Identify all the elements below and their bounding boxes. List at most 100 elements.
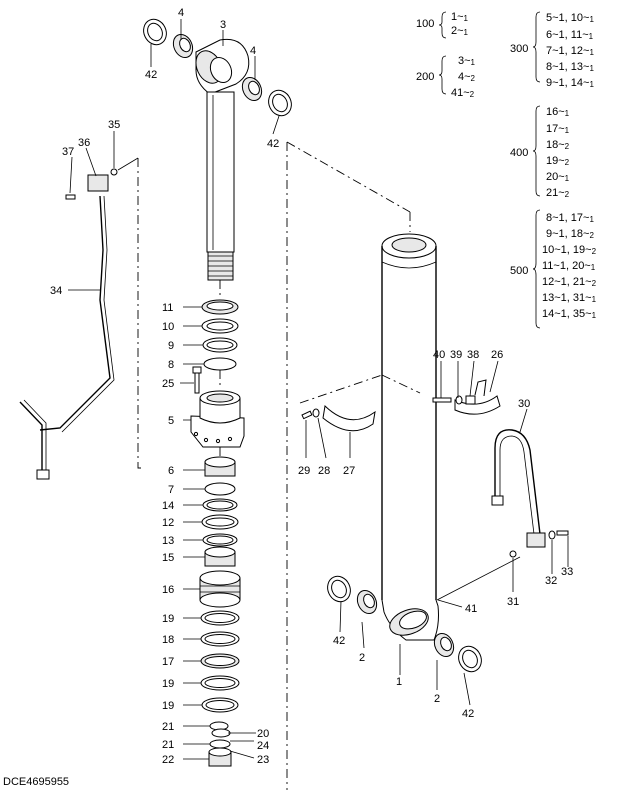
block-36 (87, 174, 109, 192)
group-500-item-4: 11~1, 20~ (542, 260, 591, 272)
callout-2a: 2 (359, 652, 365, 664)
group-500-item-1-qty: 1 (589, 215, 594, 224)
bushing-4-left (172, 33, 194, 59)
group-300-item-2: 6~1, 11~ (546, 29, 589, 41)
group-500-item-2-qty: 2 (589, 231, 594, 240)
callout-9: 9 (168, 340, 174, 352)
group-500-item-7-qty: 1 (592, 311, 597, 320)
group-500-item-5: 12~1, 21~ (542, 276, 592, 288)
callout-5: 5 (168, 415, 174, 427)
group-400-id: 400 (510, 147, 528, 159)
callout-6: 6 (168, 465, 174, 477)
callout-12: 12 (162, 517, 174, 529)
piston-16 (199, 570, 241, 608)
group-400-item-5: 20~ (546, 171, 565, 183)
washer-28 (312, 408, 320, 418)
callout-10: 10 (162, 321, 174, 333)
group-500-item-7: 14~1, 35~ (542, 308, 592, 320)
svg-text:16~1: 16~1 (546, 106, 570, 118)
svg-text:41~2: 41~2 (451, 87, 475, 99)
callout-1: 1 (396, 676, 402, 688)
callout-15: 15 (162, 552, 174, 564)
callout-41: 41 (465, 603, 477, 615)
group-400-item-1: 16~ (546, 106, 565, 118)
callout-33: 33 (561, 566, 573, 578)
group-100-id: 100 (416, 18, 434, 30)
group-400-item-3: 18~ (546, 139, 565, 151)
callout-19a: 19 (162, 613, 174, 625)
svg-text:3~1: 3~1 (458, 55, 476, 67)
svg-text:20~1: 20~1 (546, 171, 570, 183)
group-100-item-2: 2~ (451, 25, 464, 37)
callout-27: 27 (343, 465, 355, 477)
callout-11: 11 (162, 302, 173, 314)
group-200-item-1: 3~ (458, 55, 471, 67)
bolt-33 (556, 530, 569, 536)
callout-30: 30 (518, 398, 530, 410)
callout-42a: 42 (145, 69, 157, 81)
svg-text:9~1, 14~1: 9~1, 14~1 (546, 77, 594, 89)
callout-13: 13 (162, 535, 174, 547)
group-300-brace (532, 11, 541, 83)
pipe-34 (19, 195, 115, 480)
callout-7: 7 (168, 484, 174, 496)
callout-42b: 42 (267, 138, 279, 150)
bushing-6 (204, 456, 236, 477)
callout-42d: 42 (462, 708, 474, 720)
group-500-item-1: 8~1, 17~ (546, 212, 589, 224)
group-500-item-6-qty: 1 (592, 295, 597, 304)
group-500-item-2: 9~1, 18~ (546, 228, 589, 240)
callout-24: 24 (257, 740, 269, 752)
o-ring-35 (110, 168, 118, 176)
bolt-40 (432, 397, 452, 403)
svg-text:4~2: 4~2 (458, 71, 476, 83)
callout-17: 17 (162, 656, 174, 668)
group-300-item-5-qty: 1 (589, 80, 594, 89)
group-300-item-3-qty: 1 (589, 48, 594, 57)
callout-32: 32 (545, 575, 557, 587)
group-500-item-5-qty: 2 (592, 279, 597, 288)
svg-text:9~1, 18~2: 9~1, 18~2 (546, 228, 594, 240)
group-300-item-2-qty: 1 (589, 32, 594, 41)
dust-seal-ring-42-right (268, 89, 292, 117)
callout-19c: 19 (162, 700, 174, 712)
o-ring-31 (509, 550, 517, 558)
group-300-item-1-qty: 1 (589, 15, 594, 24)
callout-2b: 2 (434, 693, 440, 705)
callout-3: 3 (220, 19, 226, 31)
group-100-brace (438, 11, 447, 39)
svg-text:5~1, 10~1: 5~1, 10~1 (546, 12, 594, 24)
group-100-item-1: 1~ (451, 11, 464, 23)
ring-17 (200, 653, 240, 669)
svg-text:21~2: 21~2 (546, 187, 570, 199)
group-300-item-5: 9~1, 14~ (546, 77, 589, 89)
group-200-item-3: 41~ (451, 87, 470, 99)
bolt-25 (192, 366, 202, 394)
svg-text:8~1, 13~1: 8~1, 13~1 (546, 61, 594, 73)
group-200-id: 200 (416, 71, 434, 83)
ring-9 (202, 337, 238, 353)
svg-text:14~1, 35~1: 14~1, 35~1 (542, 308, 597, 320)
svg-text:2~1: 2~1 (451, 25, 469, 37)
group-500-item-3-qty: 2 (592, 247, 597, 256)
group-300-item-3: 7~1, 12~ (546, 45, 589, 57)
group-300-item-4: 8~1, 13~ (546, 61, 589, 73)
callout-25: 25 (162, 378, 174, 390)
callout-21a: 21 (162, 721, 174, 733)
group-300-item-1: 5~1, 10~ (546, 12, 589, 24)
ring-10 (201, 318, 239, 334)
ring-8 (203, 357, 237, 371)
drawing-code: DCE4695955 (3, 776, 70, 788)
svg-text:8~1, 17~1: 8~1, 17~1 (546, 212, 594, 224)
callout-28: 28 (318, 465, 330, 477)
callout-37: 37 (62, 146, 74, 158)
group-400-item-6-qty: 2 (565, 190, 570, 199)
callout-8: 8 (168, 359, 174, 371)
block-31 (526, 532, 546, 548)
bushing-4-right (241, 76, 263, 102)
group-200: 200 3~1 4~2 41~2 (416, 55, 476, 99)
callout-26: 26 (491, 349, 503, 361)
clamp-27 (322, 404, 376, 432)
callout-20: 20 (257, 728, 269, 740)
group-500: 500 8~1, 17~1 9~1, 18~2 10~1, 19~2 11~1,… (510, 209, 597, 329)
